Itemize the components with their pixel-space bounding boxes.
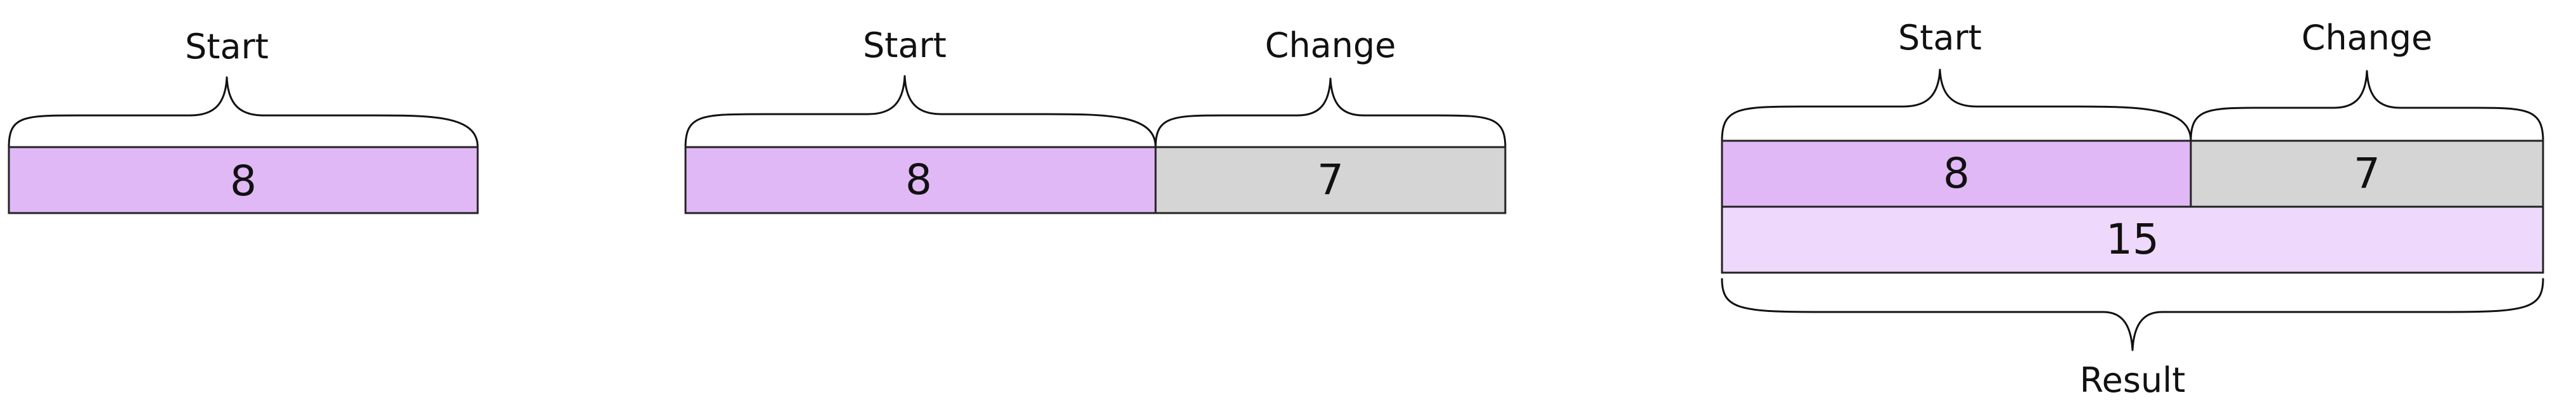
result-label: Result xyxy=(2080,360,2186,400)
tape-model-start-only: Start 8 xyxy=(8,27,479,214)
result-bar xyxy=(1721,205,2544,274)
start-brace xyxy=(684,75,1157,148)
start-bar xyxy=(684,146,1157,214)
change-bar xyxy=(1154,146,1507,214)
start-value: 8 xyxy=(1943,149,1970,198)
change-brace xyxy=(2190,70,2544,142)
result-value: 15 xyxy=(2106,215,2159,264)
start-value: 8 xyxy=(905,155,932,204)
result-brace xyxy=(1721,278,2544,351)
start-label: Start xyxy=(863,25,947,65)
tape-model-start-change: Start Change 8 7 xyxy=(684,25,1507,214)
start-label: Start xyxy=(1898,18,1982,58)
start-label: Start xyxy=(185,27,269,67)
start-brace xyxy=(1721,68,2192,142)
start-bar xyxy=(8,146,479,214)
change-brace xyxy=(1154,77,1507,148)
change-value: 7 xyxy=(1317,155,1344,204)
change-label: Change xyxy=(2302,18,2433,58)
tape-model-start-change-result: Start Change 8 7 15 Result xyxy=(1721,18,2544,400)
start-brace xyxy=(8,76,479,148)
change-value: 7 xyxy=(2354,149,2380,198)
change-label: Change xyxy=(1265,25,1396,65)
start-value: 8 xyxy=(230,157,257,205)
